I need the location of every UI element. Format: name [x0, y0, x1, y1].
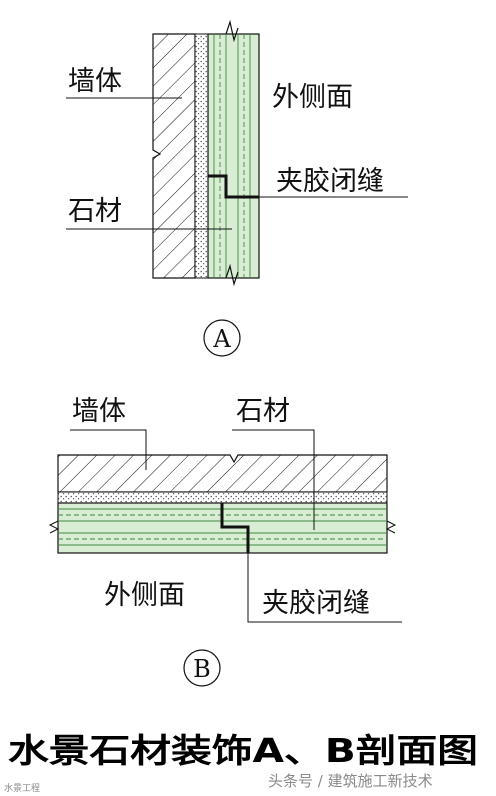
watermark-right: 头条号 / 建筑施工新技术: [268, 772, 433, 790]
section-b-break-left: [48, 520, 60, 534]
section-b: 墙体 石材 外侧面 夹胶闭缝 B: [48, 396, 402, 687]
section-b-wall-leader: [70, 429, 147, 470]
section-a-joint-label: 夹胶闭缝: [276, 166, 384, 197]
watermark-left: 水景工程: [4, 782, 40, 794]
section-b-break-right: [385, 520, 397, 534]
section-a-outer-face-label: 外侧面: [272, 82, 353, 113]
section-b-marker: B: [183, 649, 221, 687]
diagram-caption: 水景石材装饰A、B剖面图: [8, 731, 478, 770]
section-a-stone-layer: [207, 33, 260, 279]
section-b-wall: [57, 454, 388, 493]
section-b-mortar-layer: [57, 491, 388, 504]
section-b-joint-label: 夹胶闭缝: [262, 588, 370, 619]
section-b-wall-label: 墙体: [72, 396, 126, 427]
section-b-joint: [220, 503, 250, 553]
section-a-marker: A: [203, 319, 241, 357]
section-a-wall-label: 墙体: [68, 66, 122, 97]
section-b-stone-leader: [232, 429, 315, 530]
svg-text:B: B: [193, 655, 211, 683]
section-a-wall: [152, 33, 196, 279]
section-a-break-top: [225, 19, 239, 43]
section-b-outer-face-label: 外侧面: [104, 580, 185, 611]
section-a-mortar-layer: [194, 33, 209, 279]
section-b-joint-leader: [247, 553, 402, 623]
svg-text:A: A: [212, 325, 231, 353]
section-b-stone-label: 石材: [236, 396, 290, 427]
section-a: 墙体 外侧面 夹胶闭缝 石材 A: [66, 19, 408, 357]
section-a-stone-label: 石材: [68, 196, 122, 227]
section-a-break-bottom: [225, 263, 239, 287]
